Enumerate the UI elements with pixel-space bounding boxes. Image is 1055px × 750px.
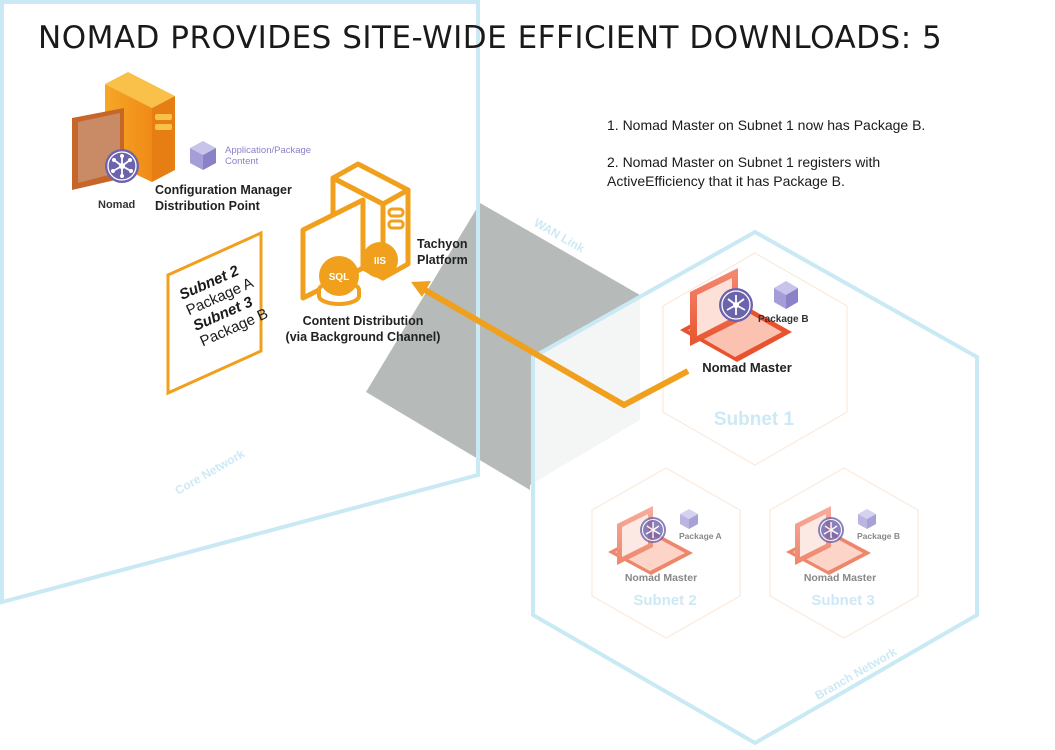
subnet-1-laptop-icon: [680, 268, 792, 362]
step-2-text: 2. Nomad Master on Subnet 1 registers wi…: [607, 154, 881, 189]
subnet-2-laptop-icon: [608, 506, 693, 575]
step-1-text: 1. Nomad Master on Subnet 1 now has Pack…: [607, 117, 926, 133]
core-network-hexagon: [0, 0, 480, 605]
content-label-line1: Application/Package: [225, 145, 311, 156]
core-network-label: Core Network: [173, 446, 248, 497]
subnet-1-name: Subnet 1: [714, 409, 795, 430]
branch-network-hexagon: [531, 229, 979, 746]
content-label-line2: Content: [225, 156, 259, 167]
nomad-label: Nomad: [98, 199, 135, 211]
subnet-2-name: Subnet 2: [633, 592, 696, 609]
subnet-2-master-label: Nomad Master: [625, 572, 697, 584]
subnet-1-nomad-icon: [719, 288, 753, 322]
subnet-3-package-label: Package B: [857, 531, 900, 541]
content-distribution-line2: (via Background Channel): [286, 330, 441, 344]
sql-label: SQL: [329, 272, 350, 283]
registration-arrow: [423, 287, 690, 409]
page-title: NOMAD PROVIDES SITE-WIDE EFFICIENT DOWNL…: [38, 20, 943, 56]
subnet-2-hexagon: [591, 467, 741, 639]
registration-arrow-head: [411, 281, 431, 297]
package-cube-icon: [190, 141, 216, 170]
subnet-3-nomad-icon: [818, 517, 844, 543]
tachyon-label-line1: Tachyon: [417, 237, 467, 251]
dp-label-line1: Configuration Manager: [155, 183, 292, 197]
content-distribution-line1: Content Distribution: [303, 314, 424, 328]
iis-icon: IIS: [362, 242, 398, 278]
subnet-3-name: Subnet 3: [811, 592, 874, 609]
iis-label: IIS: [374, 256, 387, 267]
subnet-1-package-icon: [774, 281, 798, 309]
tachyon-label-line2: Platform: [417, 253, 468, 267]
dp-label-line2: Distribution Point: [155, 199, 261, 213]
subnet-1-hexagon: [662, 252, 848, 466]
subnet-3-master-label: Nomad Master: [804, 572, 876, 584]
subnet-1-master-label: Nomad Master: [702, 360, 792, 375]
subnet-2-nomad-icon: [640, 517, 666, 543]
subnet-2-package-label: Package A: [679, 531, 722, 541]
subnet-1-package-label: Package B: [758, 314, 809, 325]
sql-database-icon: SQL: [317, 256, 361, 306]
subnet-2-package-icon: [680, 509, 698, 529]
subnet-package-note-box: [166, 230, 263, 396]
subnet-3-hexagon: [769, 467, 919, 639]
subnet-3-package-icon: [858, 509, 876, 529]
nomad-icon: [105, 149, 139, 183]
